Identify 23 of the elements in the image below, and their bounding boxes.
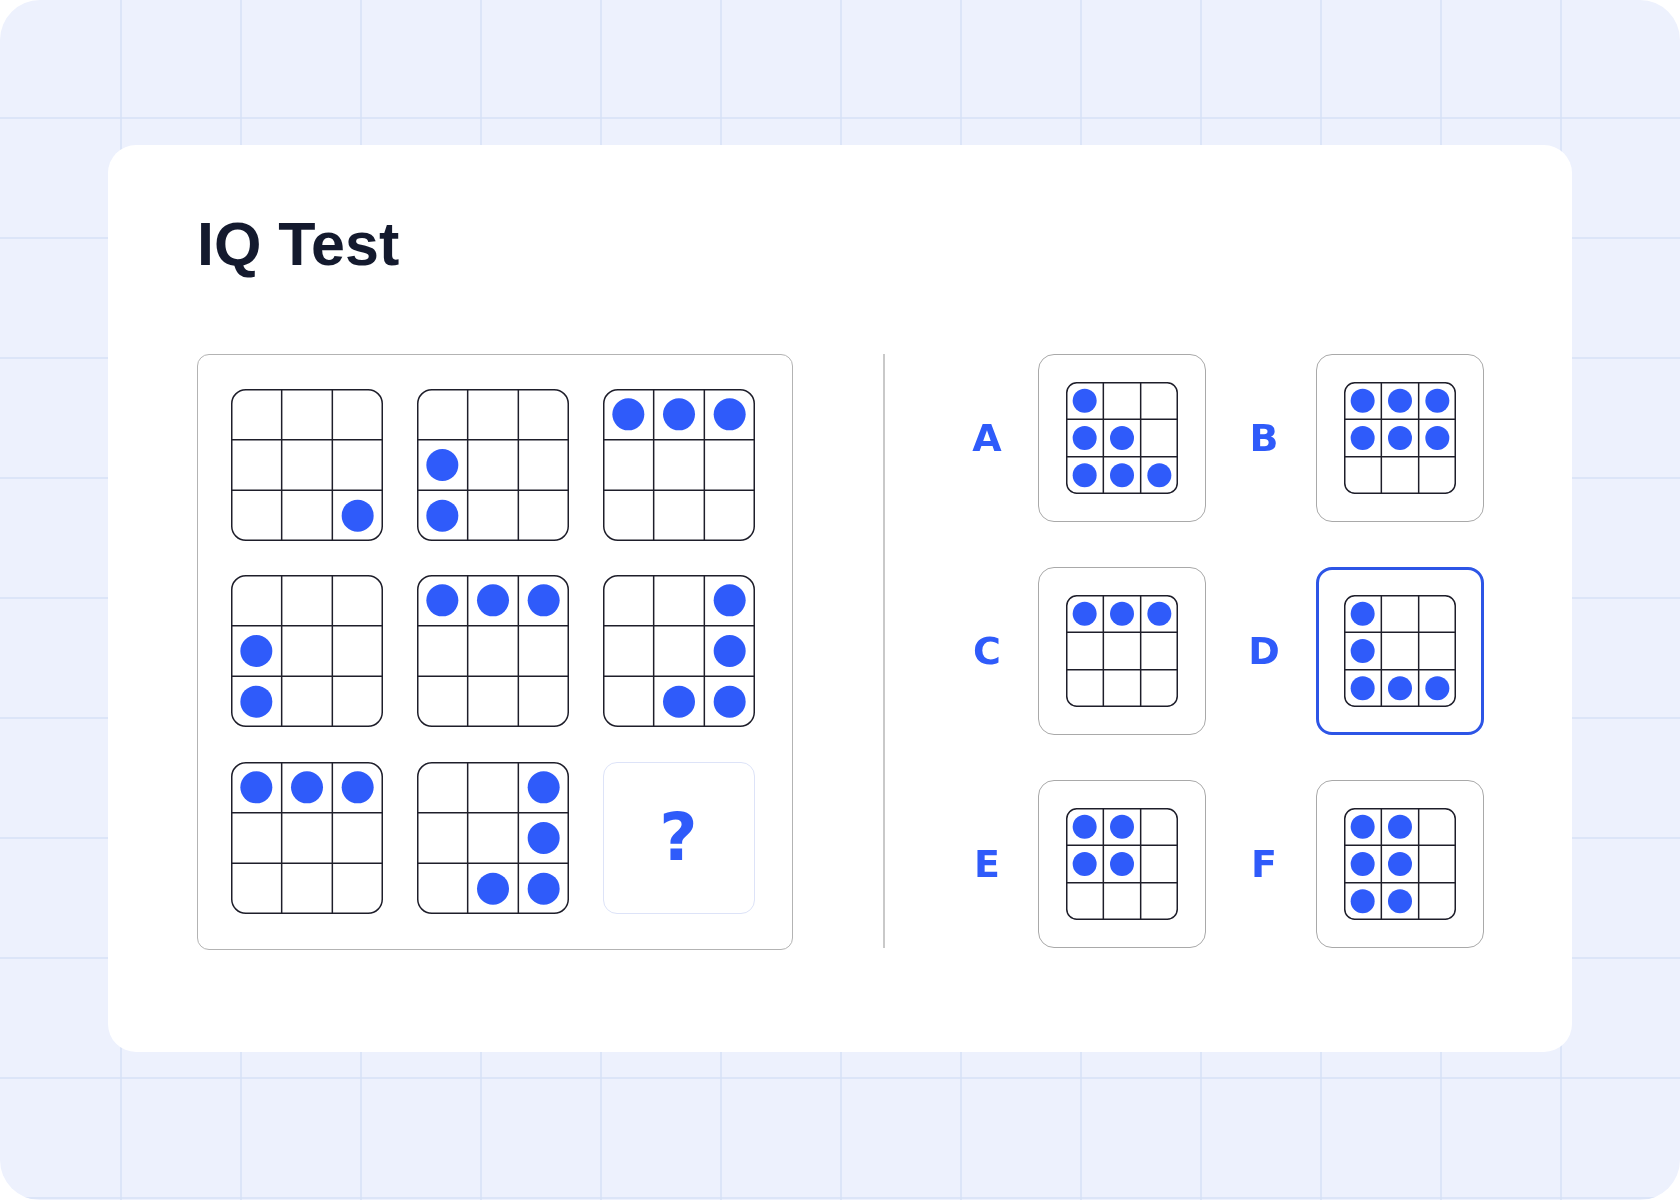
option-letter: E [974,845,1000,883]
dot-grid [230,388,383,541]
dot-grid [416,574,569,727]
option-card [1038,354,1206,522]
missing-tile [602,761,755,914]
question-mark: ? [659,804,698,871]
dot-grid [230,574,383,727]
option-letter: B [1249,419,1279,457]
option-letter: D [1248,632,1280,670]
dot-grid [416,388,569,541]
dot-grid [416,761,569,914]
dot-grid [602,388,755,541]
dot-grid [602,574,755,727]
option-letter: C [973,632,1001,670]
option-card [1038,780,1206,948]
option-letter: F [1251,845,1277,883]
option-letter: A [972,419,1002,457]
option-card [1316,567,1484,735]
option-card [1316,354,1484,522]
dot-grid [230,761,383,914]
puzzle-panel [197,354,793,950]
option-card [1038,567,1206,735]
option-card [1316,780,1484,948]
